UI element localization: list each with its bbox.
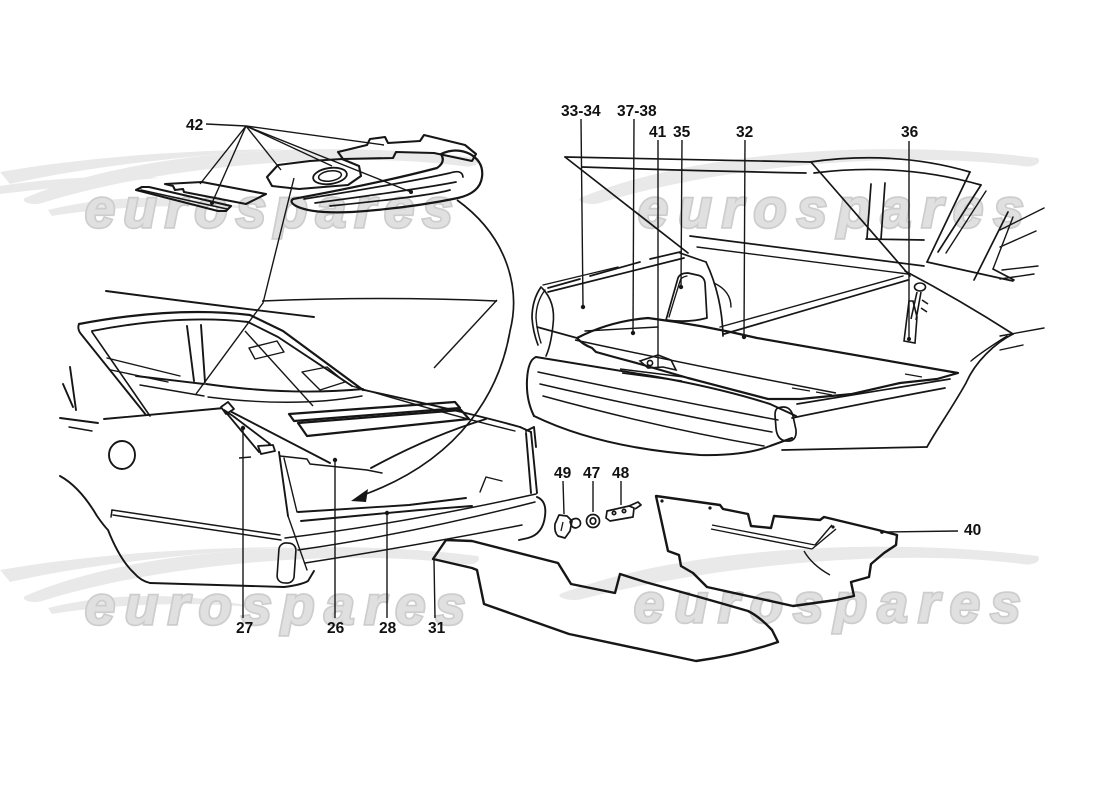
- svg-text:40: 40: [964, 522, 981, 539]
- svg-text:36: 36: [901, 124, 919, 141]
- svg-text:42: 42: [186, 117, 203, 134]
- svg-text:48: 48: [612, 465, 630, 482]
- svg-text:26: 26: [327, 620, 345, 637]
- svg-text:28: 28: [379, 620, 397, 637]
- svg-text:31: 31: [428, 620, 446, 637]
- svg-text:49: 49: [554, 465, 572, 482]
- svg-text:35: 35: [673, 124, 691, 141]
- svg-text:eurospares: eurospares: [85, 576, 475, 636]
- svg-text:32: 32: [736, 124, 753, 141]
- svg-text:41: 41: [649, 124, 667, 141]
- svg-text:37-38: 37-38: [617, 103, 657, 120]
- svg-text:eurospares: eurospares: [634, 574, 1031, 634]
- svg-text:47: 47: [583, 465, 600, 482]
- svg-text:33-34: 33-34: [561, 103, 601, 120]
- svg-text:27: 27: [236, 620, 253, 637]
